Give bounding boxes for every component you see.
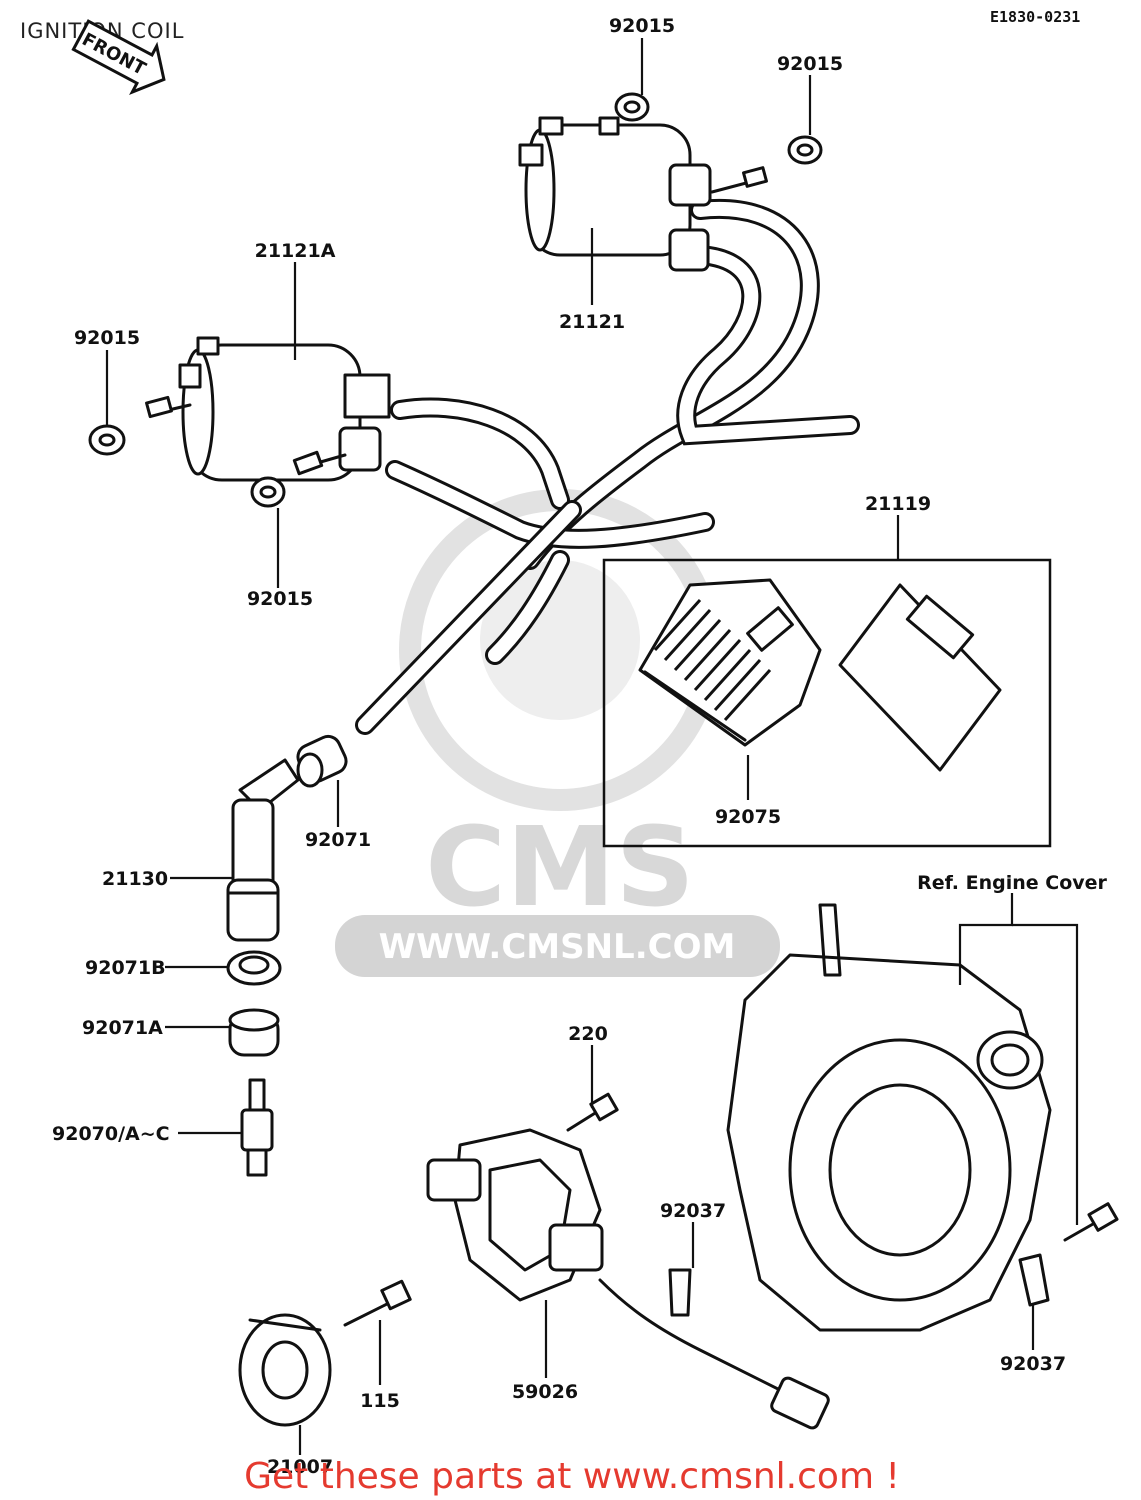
plug-cap-21130 [226, 758, 300, 942]
ignition-coil-21121a [145, 336, 391, 482]
ignition-coil-21121 [518, 116, 768, 272]
callout-21007: 21007 [267, 1456, 333, 1478]
nut-92015-d [250, 476, 286, 508]
seal-92071b [226, 950, 282, 986]
bolt-115 [343, 1279, 412, 1327]
rotor-21007 [238, 1313, 332, 1427]
engine-cover [726, 903, 1052, 1332]
callout-92015-bottom: 92015 [247, 588, 313, 610]
watermark: CMS WWW.CMSNL.COM [335, 489, 780, 977]
nut-92015-c [88, 424, 126, 456]
ht-cables [355, 198, 860, 735]
leader-lines [105, 38, 1079, 1455]
callout-21119: 21119 [865, 493, 931, 515]
callout-21121a: 21121A [255, 240, 336, 262]
callout-92071a: 92071A [82, 1017, 163, 1039]
callout-92015-left: 92015 [74, 327, 140, 349]
seal-92071a [228, 1008, 280, 1057]
callout-21121: 21121 [559, 311, 625, 333]
watermark-logo: CMS [425, 803, 694, 931]
clamp-92037-a [668, 1268, 692, 1317]
bolt-engine-cover [1063, 1202, 1119, 1242]
callout-92071b: 92071B [85, 957, 166, 979]
igniter-92075 [638, 578, 822, 747]
nut-92015-b [787, 135, 823, 165]
diagram-code: E1830-0231 [990, 8, 1080, 26]
callout-labels: 92015 92015 21121A 92015 21121 92015 211… [52, 15, 1108, 1478]
spark-plug-92070 [240, 1078, 274, 1177]
callout-92015-right: 92015 [777, 53, 843, 75]
cap-92071 [296, 734, 348, 788]
callout-92037-left: 92037 [660, 1200, 726, 1222]
igniter-21119 [838, 583, 1002, 772]
footer-cta[interactable]: Get these parts at www.cmsnl.com ! [244, 1456, 900, 1497]
callout-92015-top: 92015 [609, 15, 675, 37]
callout-21130: 21130 [102, 868, 168, 890]
callout-92071: 92071 [305, 829, 371, 851]
pickup-coil-59026 [426, 1128, 830, 1430]
callout-ref-engine-cover: Ref. Engine Cover [917, 872, 1107, 894]
callout-92075: 92075 [715, 806, 781, 828]
nut-92015-a [614, 92, 650, 122]
callout-92037-right: 92037 [1000, 1353, 1066, 1375]
callout-115: 115 [360, 1390, 400, 1412]
callout-92070: 92070/A~C [52, 1123, 170, 1145]
bolt-220 [566, 1092, 619, 1132]
watermark-url: WWW.CMSNL.COM [379, 927, 736, 967]
callout-220: 220 [568, 1023, 608, 1045]
clamp-92037-b [1018, 1253, 1050, 1307]
callout-59026: 59026 [512, 1381, 578, 1403]
igniter-frame [602, 558, 1052, 848]
